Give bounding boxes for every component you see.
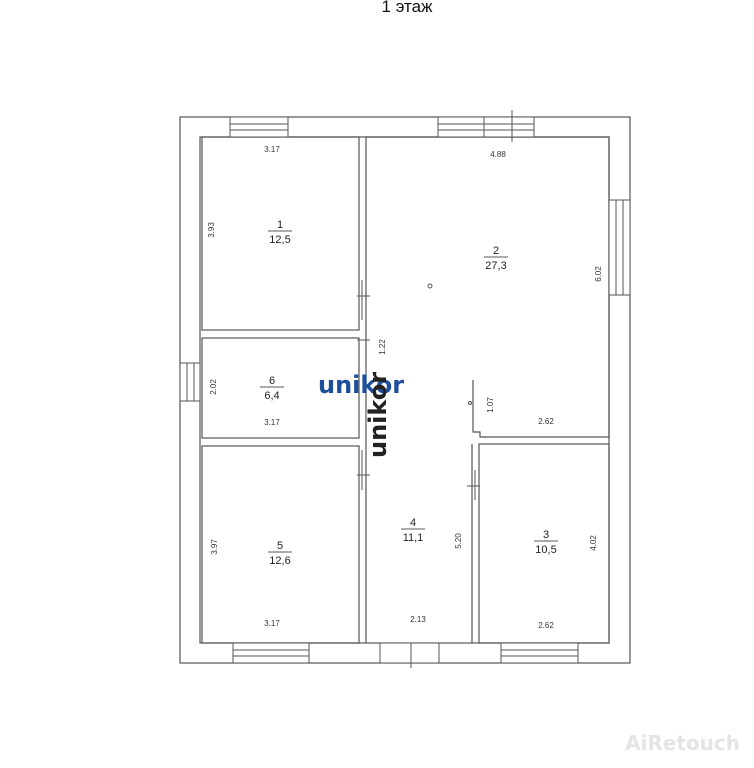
windows: [179, 110, 631, 668]
svg-text:11,1: 11,1: [403, 532, 424, 544]
window-bottom-left: [232, 642, 310, 664]
dim-r4-width: 2.13: [410, 615, 426, 624]
dim-r4-height: 5.20: [454, 533, 463, 549]
dim-r1-width: 3.17: [264, 145, 280, 154]
svg-text:27,3: 27,3: [485, 260, 506, 272]
room-label-3: 3 10,5: [534, 529, 558, 556]
svg-text:1: 1: [277, 219, 283, 231]
window-bottom-right: [500, 642, 579, 664]
dim-r6-width: 3.17: [264, 418, 280, 427]
outer-walls: [179, 116, 631, 664]
floor-title: 1 этаж: [382, 0, 434, 16]
dim-r3-width: 2.62: [538, 621, 554, 630]
room-label-4: 4 11,1: [401, 517, 425, 544]
window-top-right: [437, 110, 535, 142]
svg-text:4: 4: [410, 517, 416, 529]
svg-text:unikor: unikor: [318, 371, 404, 399]
dim-r1-height: 3.93: [207, 222, 216, 238]
svg-text:6: 6: [269, 375, 275, 387]
svg-text:10,5: 10,5: [535, 544, 556, 556]
svg-text:6,4: 6,4: [264, 390, 279, 402]
room-label-5: 5 12,6: [268, 540, 292, 567]
window-top-left: [229, 116, 289, 138]
svg-text:unikor: unikor: [364, 372, 392, 458]
door-marks: [357, 280, 480, 500]
airetouch-watermark: AiRetouch: [625, 731, 740, 755]
dim-r3-height: 4.02: [589, 535, 598, 551]
dim-r2-height: 6.02: [594, 266, 603, 282]
svg-text:3: 3: [543, 529, 549, 541]
room-label-1: 1 12,5: [268, 219, 292, 246]
dim-r5-width: 3.17: [264, 619, 280, 628]
svg-text:12,5: 12,5: [269, 234, 290, 246]
dim-wall-stub: 1.07: [486, 397, 495, 413]
dim-r5-height: 3.97: [210, 539, 219, 555]
room-label-2: 2 27,3: [484, 245, 508, 272]
dim-r2-width: 4.88: [490, 150, 506, 159]
room-label-6: 6 6,4: [260, 375, 284, 402]
dim-corridor: 1.22: [378, 339, 387, 355]
interior-walls: [201, 136, 610, 644]
window-left: [179, 362, 201, 402]
dim-r2-bottom: 2.62: [538, 417, 554, 426]
room-6-outline: [201, 337, 360, 439]
unikor-watermark: unikor unikor: [318, 371, 404, 458]
svg-text:12,6: 12,6: [269, 555, 290, 567]
window-right: [608, 199, 631, 296]
room-2-outline: [366, 136, 610, 438]
dimension-labels: 3.17 3.93 4.88 6.02 2.02 3.17 1.22 1.07 …: [207, 145, 603, 630]
svg-text:2: 2: [493, 245, 499, 257]
dim-r6-height: 2.02: [209, 379, 218, 395]
svg-text:5: 5: [277, 540, 283, 552]
entrance-door: [379, 642, 440, 668]
